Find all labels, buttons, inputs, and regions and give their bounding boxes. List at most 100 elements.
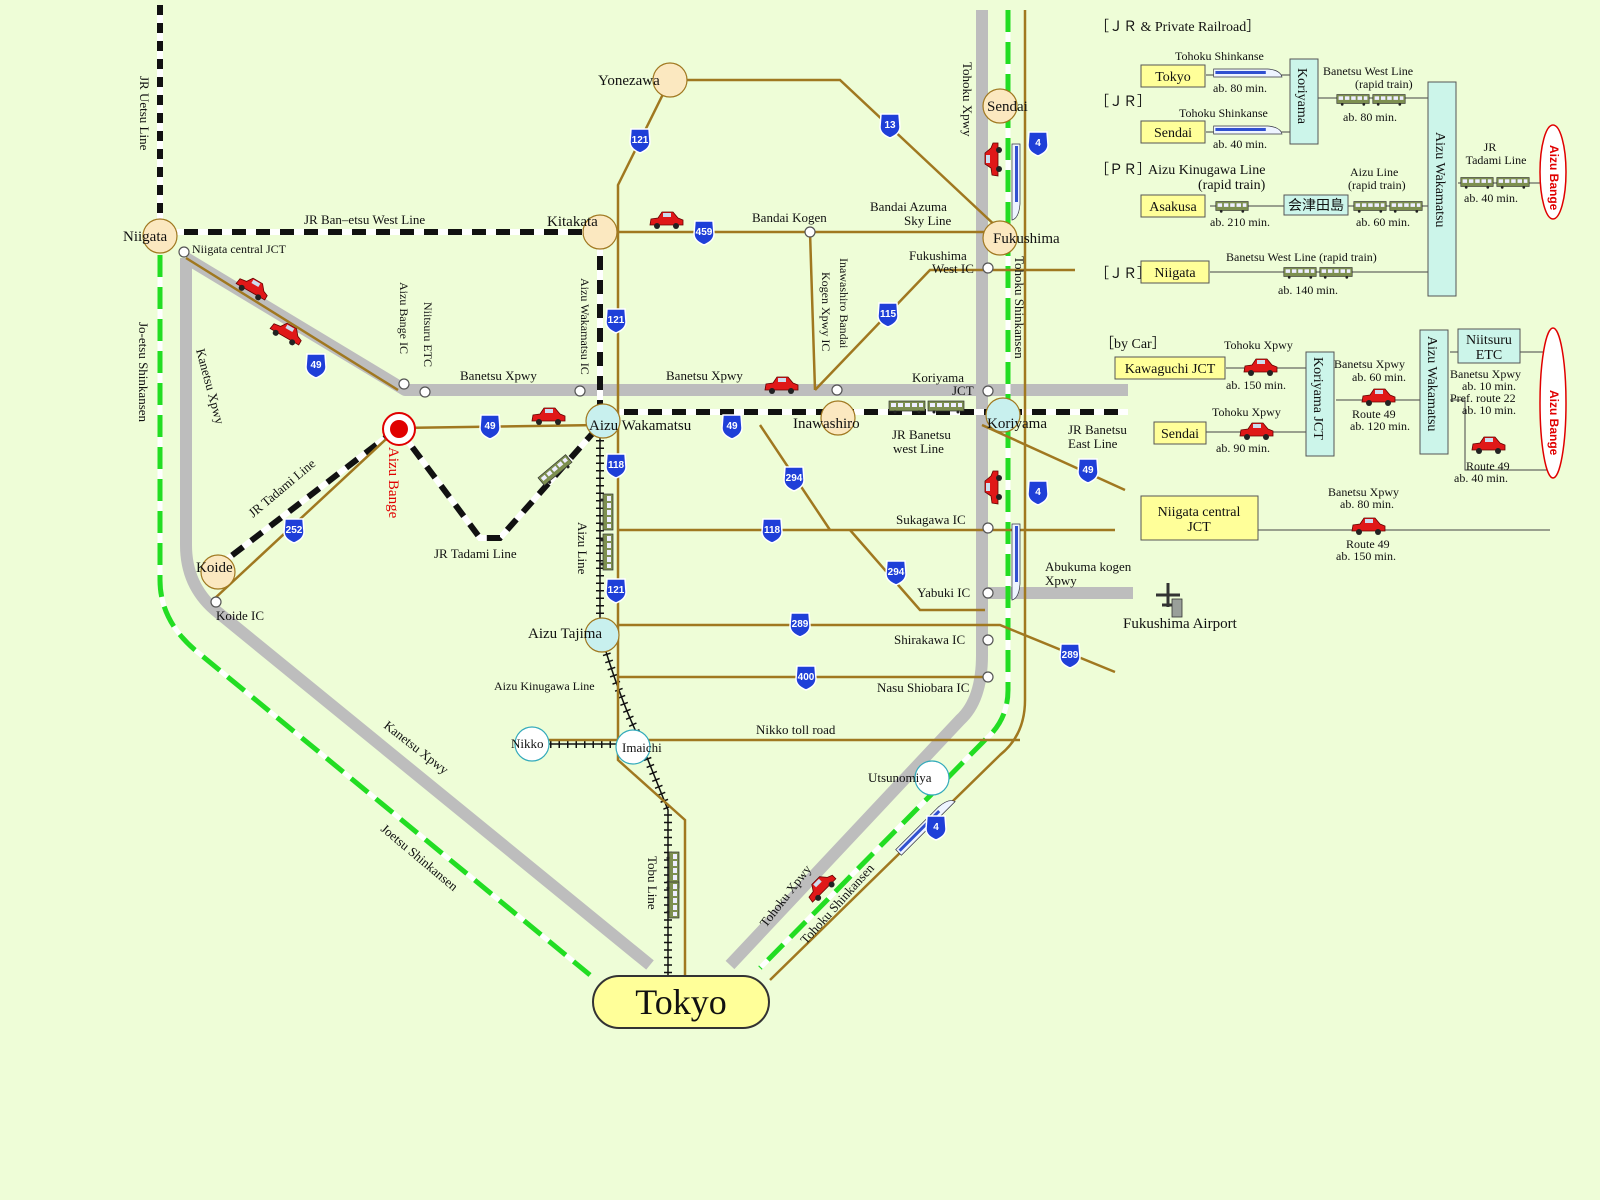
- legend-koriyama: Koriyama: [1294, 68, 1309, 125]
- inawashiro-label: Inawashiro: [793, 416, 860, 432]
- legend-niigata-line: Banetsu West Line (rapid train): [1226, 250, 1377, 264]
- niigata-central-jct-label: Niigata central JCT: [192, 242, 287, 256]
- route-459: 459: [696, 227, 713, 238]
- legend-aizu-kinugawa-rapid: (rapid train): [1198, 178, 1266, 193]
- legend-car-sendai: Sendai: [1161, 427, 1199, 442]
- inawashiro-bandai-label: Inawashiro Bandai: [837, 258, 851, 349]
- legend-jr-tag: ［ＪＲ］: [1095, 94, 1151, 110]
- legend-aizu-bange: Aizu Bange: [1547, 390, 1561, 456]
- access-legend: ［ＪＲ & Private Railroad］ ［ＪＲ］ ［ＰＲ］ ［ＪＲ］ ［…: [1095, 19, 1567, 563]
- legend-koriyama-box: [1289, 58, 1319, 145]
- legend-aizu-wakamatsu: Aizu Wakamatsu: [1432, 132, 1447, 227]
- aizu-tajima-node[interactable]: [584, 617, 620, 653]
- utsunomiya-label: Utsunomiya: [868, 770, 932, 785]
- jr-banetsu-westline-label: west Line: [893, 441, 944, 456]
- legend-niitsuru-box: [1457, 328, 1521, 364]
- jr-banetsu-westline-label: JR Banetsu: [892, 427, 951, 442]
- nikko-label: Nikko: [511, 736, 544, 751]
- tohoku-xpwy-label: Tohoku Xpwy: [960, 62, 975, 137]
- sky-line-label: Sky Line: [904, 213, 952, 228]
- legend-aizu-bange-oval: [1539, 327, 1567, 479]
- route-121: 121: [608, 315, 625, 326]
- legend-niitsuru-t4: ab. 10 min.: [1462, 403, 1516, 417]
- aizu-kinugawa-line-label: Aizu Kinugawa Line: [494, 679, 595, 693]
- interchange-dots: [178, 226, 994, 683]
- sendai-label: Sendai: [987, 99, 1028, 115]
- niitsuru-etc-label: Niitsuru ETC: [421, 302, 435, 367]
- legend-tokyo: Tokyo: [1155, 70, 1191, 85]
- legend-car-sendai-box: [1153, 421, 1207, 445]
- legend-asakusa-time: ab. 210 min.: [1210, 215, 1270, 229]
- route-115: 115: [880, 309, 897, 320]
- aizu-bange-label: Aizu Bange: [385, 447, 401, 519]
- legend-car-tag: ［by Car］: [1100, 336, 1166, 352]
- legend-tokyo-line: Tohoku Shinkanse: [1175, 49, 1264, 63]
- route-294: 294: [888, 567, 905, 578]
- legend-kawaguchi-time: ab. 150 min.: [1226, 378, 1286, 392]
- legend-banetsu-60-time: ab. 60 min.: [1352, 370, 1406, 384]
- fukushima-node[interactable]: [982, 220, 1018, 256]
- inawashiro-node[interactable]: [820, 400, 856, 436]
- route-4: 4: [1035, 138, 1041, 149]
- route-49: 49: [310, 360, 322, 371]
- legend-aizu-wakamatsu2: Aizu Wakamatsu: [1424, 336, 1439, 431]
- legend-aizu-kinugawa: Aizu Kinugawa Line: [1148, 163, 1265, 178]
- legend-sendai-time: ab. 40 min.: [1213, 137, 1267, 151]
- yabuki-ic-label: Yabuki IC: [917, 585, 970, 600]
- legend-niigata-jct-box: [1140, 495, 1259, 541]
- legend-niigata: Niigata: [1154, 266, 1196, 281]
- jr-lines: [157, 5, 1128, 573]
- aizu-bange-marker[interactable]: [382, 412, 416, 446]
- nasu-shiobara-ic-label: Nasu Shiobara IC: [877, 680, 969, 695]
- legend-aizu-bange-oval: [1539, 124, 1567, 220]
- legend-niitsuru-t1: Banetsu Xpwy: [1450, 367, 1521, 381]
- city-nodes: [142, 62, 1021, 796]
- legend-aizu-line-rapid: (rapid train): [1348, 178, 1406, 192]
- legend-pr-tag: ［ＰＲ］: [1095, 162, 1151, 178]
- route-shields: 13 121 121 121 459 4 4 4 115 49 49 49 49…: [283, 113, 1099, 841]
- kitakata-node[interactable]: [582, 214, 618, 250]
- legend-route49-120-time: ab. 120 min.: [1350, 419, 1410, 433]
- route-400: 400: [798, 672, 815, 683]
- legend-niigata-jct-2: JCT: [1187, 520, 1211, 535]
- legend-route49-40-time: ab. 40 min.: [1454, 471, 1508, 485]
- abukuma-kogen-label: Abukuma kogen: [1045, 559, 1132, 574]
- bandai-azuma-label: Bandai Azuma: [870, 199, 947, 214]
- aizu-wakamatsu-label: Aizu Wakamatsu: [589, 418, 692, 434]
- bandai-kogen-label: Bandai Kogen: [752, 210, 827, 225]
- koriyama-node[interactable]: [985, 397, 1021, 433]
- jr-uetsu-label: JR Uetsu Line: [137, 76, 152, 151]
- yonezawa-node[interactable]: [652, 62, 688, 98]
- legend-route49-40: Route 49: [1466, 459, 1510, 473]
- tokyo-label: Tokyo: [635, 982, 726, 1022]
- tokyo-node[interactable]: Tokyo: [592, 975, 770, 1029]
- fukushima-label: Fukushima: [993, 231, 1060, 247]
- city-labels: Niigata Kitakata Yonezawa Sendai Fukushi…: [123, 73, 1238, 785]
- legend-jr-tadami-line: Tadami Line: [1466, 153, 1527, 167]
- imaichi-node[interactable]: [615, 729, 651, 765]
- legend-aizu-bange: Aizu Bange: [1547, 145, 1561, 211]
- legend-aizu-tajima-box: [1283, 194, 1349, 216]
- aizu-wakamatsu-ic-label: Aizu Wakamatsu IC: [578, 278, 592, 375]
- koide-node[interactable]: [200, 554, 236, 590]
- legend-niitsuru-etc: ETC: [1476, 348, 1502, 363]
- nikko-node[interactable]: [514, 726, 550, 762]
- route-49: 49: [1082, 465, 1094, 476]
- airplane-icon: [1156, 583, 1183, 618]
- jr-tadami-label: JR Tadami Line: [434, 546, 517, 561]
- utsunomiya-node[interactable]: [914, 760, 950, 796]
- route-13: 13: [884, 120, 896, 131]
- sendai-node[interactable]: [982, 88, 1018, 124]
- route-4: 4: [933, 822, 939, 833]
- koriyama-jct-label: JCT: [952, 383, 974, 398]
- banetsu-xpwy-label: Banetsu Xpwy: [460, 368, 537, 383]
- aizu-wakamatsu-node[interactable]: [585, 403, 621, 439]
- route-49: 49: [726, 421, 738, 432]
- niigata-node[interactable]: [142, 218, 178, 254]
- legend-header: ［ＪＲ & Private Railroad］: [1095, 19, 1260, 35]
- legend-aizu-line: Aizu Line: [1350, 165, 1398, 179]
- legend-aizu-wakamatsu-box2: [1419, 329, 1449, 455]
- legend-route49-120: Route 49: [1352, 407, 1396, 421]
- koriyama-label: Koriyama: [987, 416, 1047, 432]
- legend-sendai: Sendai: [1154, 126, 1192, 141]
